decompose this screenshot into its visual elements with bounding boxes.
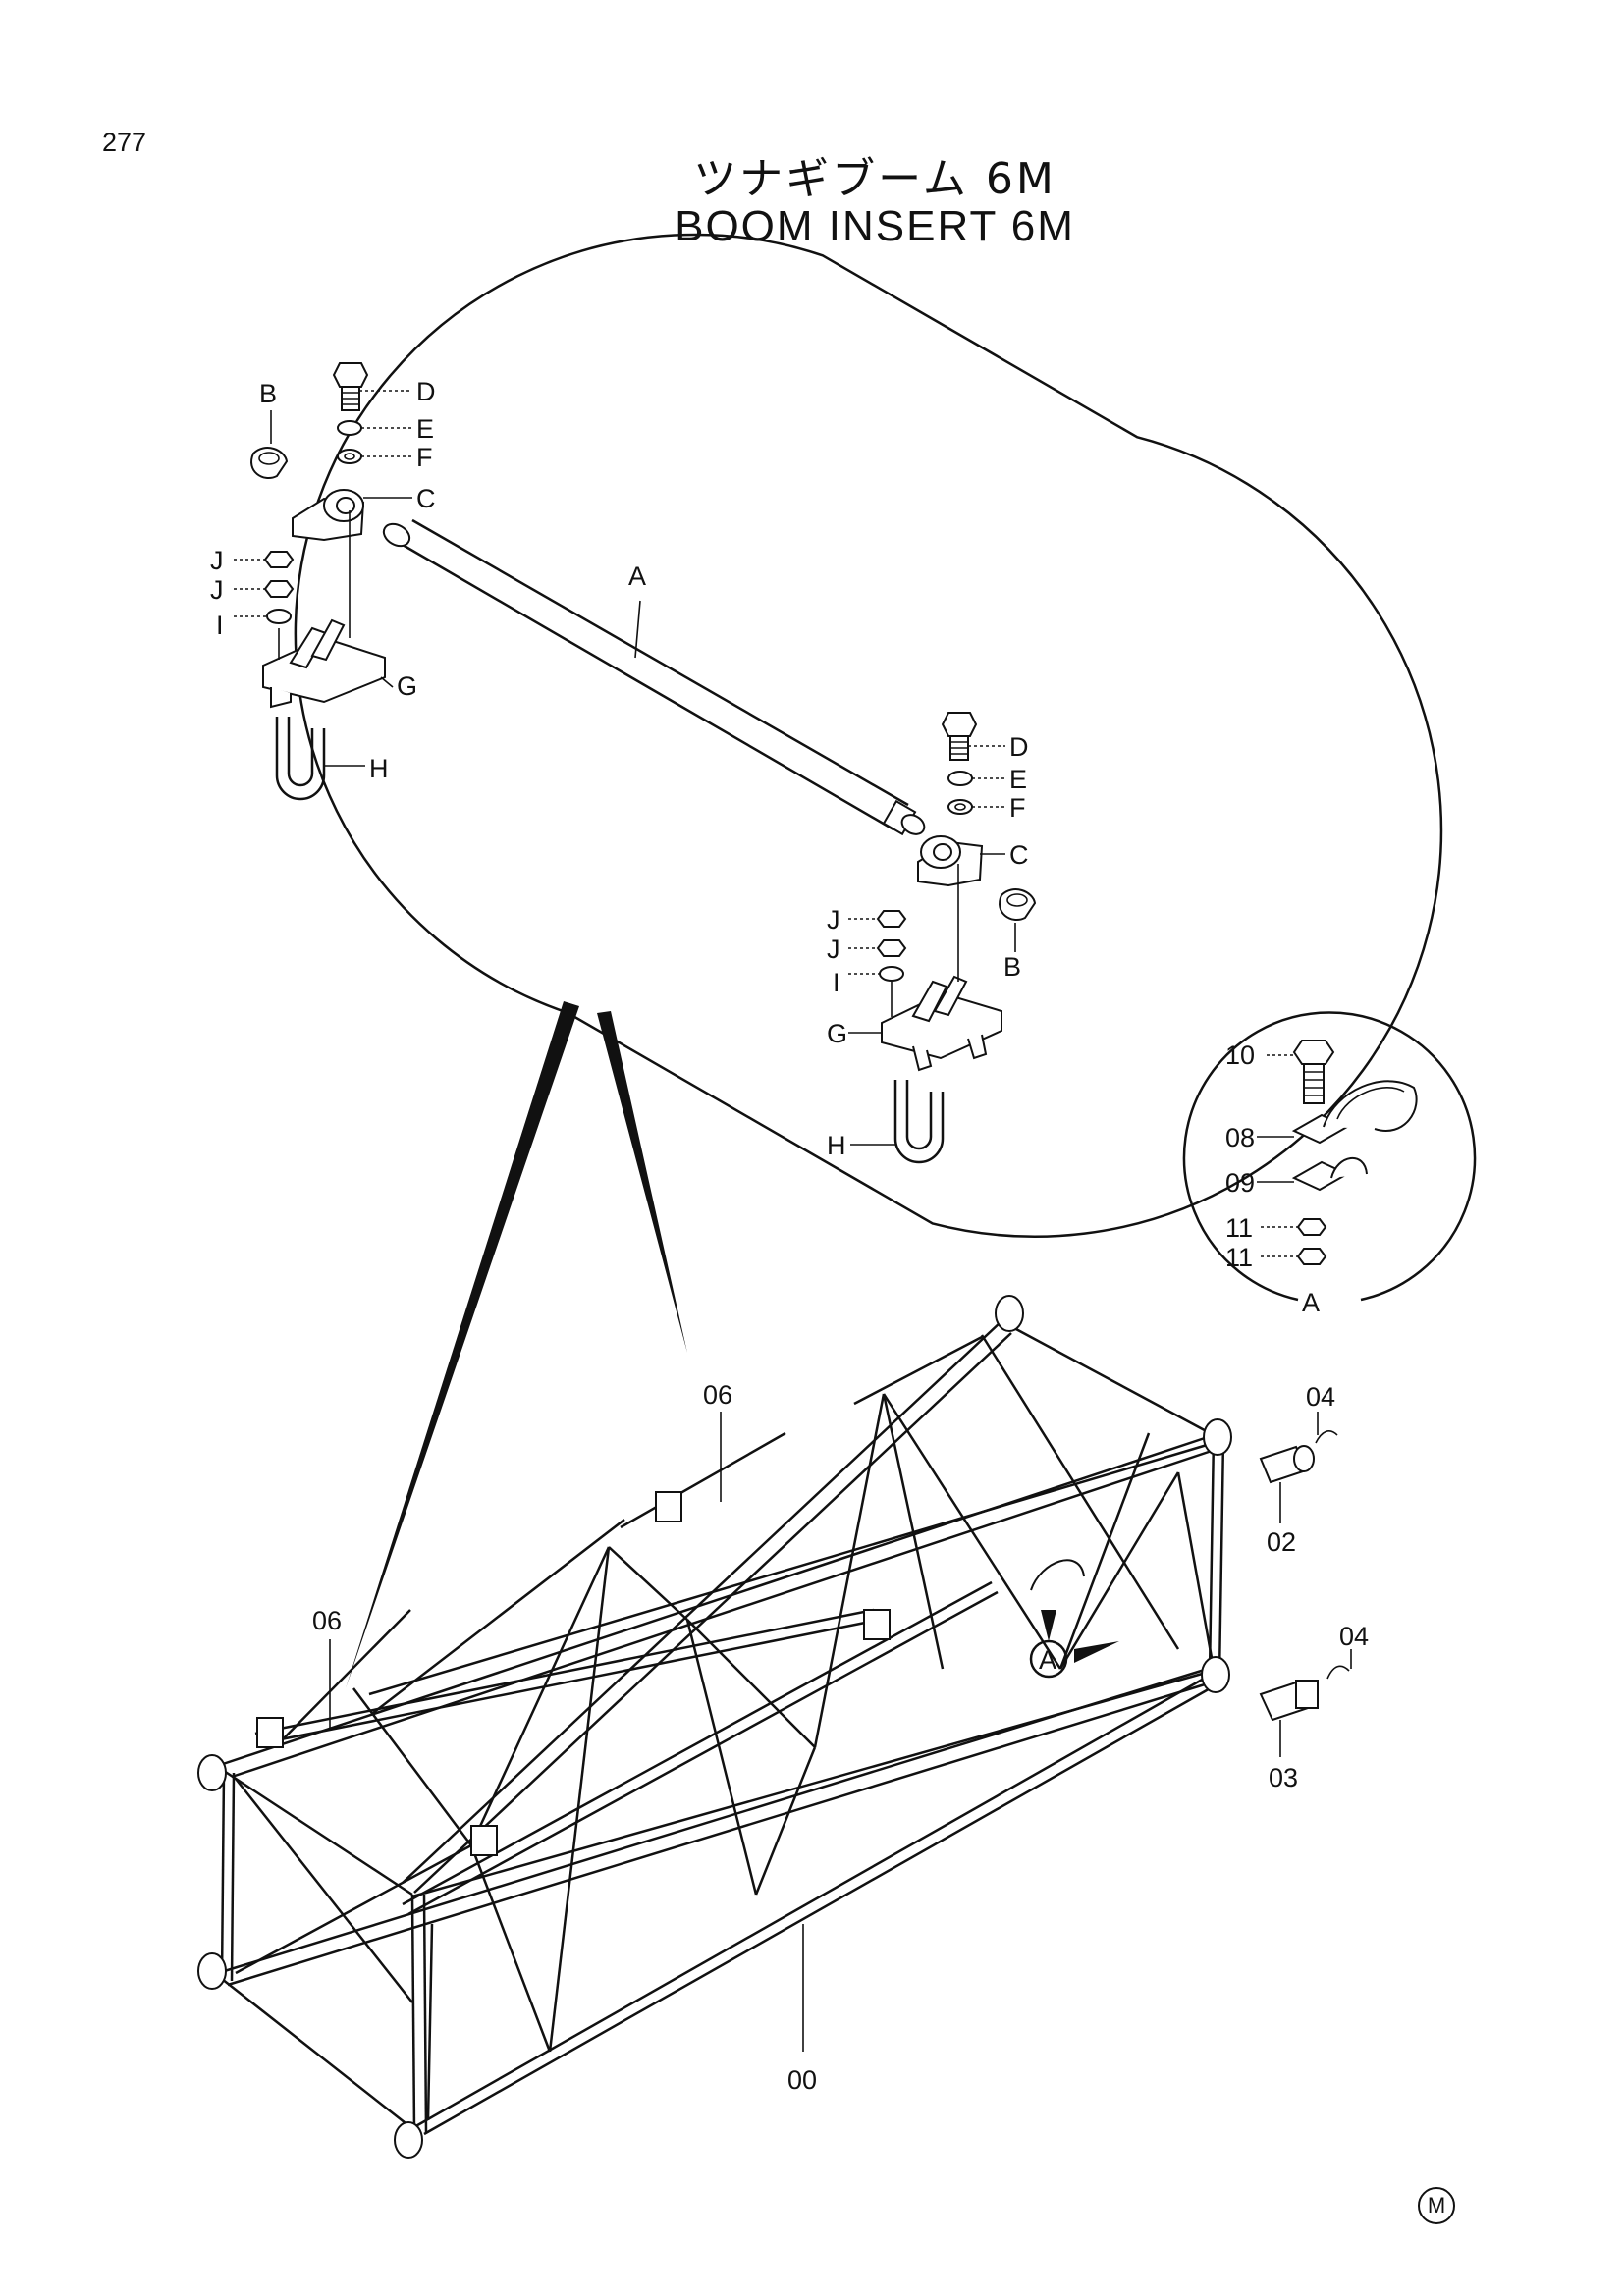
label-A-shaft: A [628,561,646,591]
label-E-upper: E [416,414,434,444]
label-G-lower: G [827,1019,847,1048]
label-view-a-callout: A [1039,1645,1056,1675]
label-J-upper-2: J [210,575,224,605]
label-G-upper: G [397,671,417,701]
label-F-upper: F [416,443,433,472]
label-04-lower: 04 [1339,1622,1369,1651]
label-11-second: 11 [1225,1243,1253,1272]
label-E-lower: E [1009,765,1027,794]
leader-cone-left [346,1001,579,1688]
label-J-lower-1: J [827,905,840,934]
label-I-lower: I [833,968,840,997]
label-04-upper: 04 [1306,1382,1335,1412]
label-C-upper: C [416,484,436,513]
page-number: 277 [102,128,147,157]
label-08: 08 [1225,1123,1255,1152]
label-J-lower-2: J [827,934,840,964]
label-11-first: 11 [1225,1213,1253,1243]
bearing-block-3 [470,1825,498,1856]
hardware-upper-left [234,362,412,801]
title-english: BOOM INSERT 6M [675,202,1075,250]
label-03: 03 [1269,1763,1298,1792]
label-00: 00 [787,2065,817,2095]
label-02: 02 [1267,1527,1296,1557]
label-B-upper: B [259,379,277,408]
leader-cone-right [597,1011,687,1353]
pin-detail-circle: 10 08 09 11 11 A [1182,1011,1477,1317]
bearing-block-4 [863,1609,891,1640]
boom-insert-frame [197,1295,1232,2159]
bearing-block-2 [655,1491,682,1522]
label-C-lower: C [1009,840,1029,870]
label-09: 09 [1225,1168,1255,1198]
pins-and-clips [1259,1412,1352,1757]
shaft-A [382,518,926,836]
main-labels: 06 06 04 02 04 03 A 00 [312,1380,1369,2095]
bearing-block-1 [256,1717,284,1748]
label-H-upper: H [369,754,389,783]
detail-bubble [294,233,1443,1688]
label-D-upper: D [416,377,436,406]
label-H-lower: H [827,1131,846,1160]
title-japanese: ツナギブーム 6M [693,154,1056,204]
label-10: 10 [1225,1041,1255,1070]
label-I-upper: I [216,611,224,640]
label-J-upper-1: J [210,546,224,575]
label-06-top: 06 [703,1380,732,1410]
label-06-left: 06 [312,1606,342,1635]
label-F-lower: F [1009,793,1026,823]
label-B-lower: B [1003,952,1021,982]
hardware-lower-right [848,712,1037,1164]
manufacturer-mark: M [1418,2187,1455,2224]
label-D-lower: D [1009,732,1029,762]
detail-labels: B D E F C A J J I G H D E F C B J J I G … [210,377,1029,1160]
label-view-A: A [1302,1288,1320,1317]
